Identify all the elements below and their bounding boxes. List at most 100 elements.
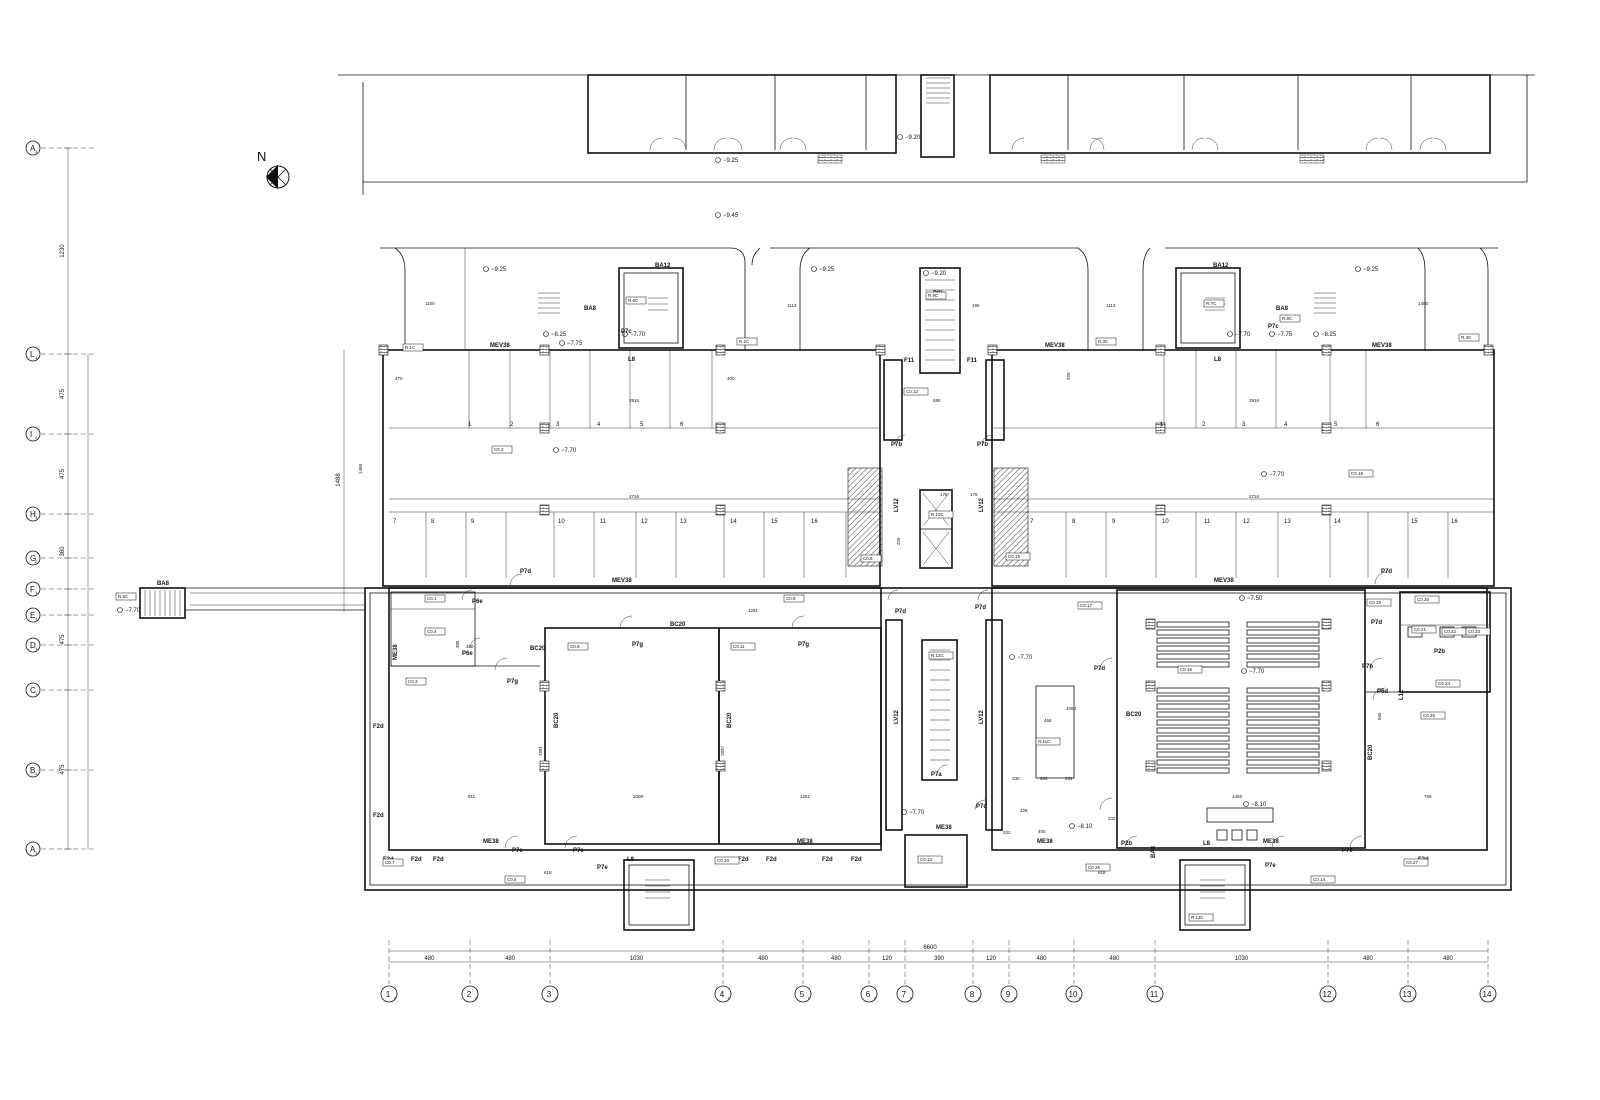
room-tag: R.1C: [405, 345, 416, 350]
column-axis-bubble: [896, 985, 914, 1003]
room-tag: C0.17: [1080, 603, 1093, 608]
seat-row: [1156, 719, 1230, 726]
row-axis-bubble: [25, 426, 41, 442]
row-axis-label: L: [30, 350, 35, 359]
door-label: P7b: [891, 442, 902, 448]
column-axis-bubble: [1319, 985, 1337, 1003]
door-label: P7e: [512, 848, 523, 854]
row-axis-bubble: [25, 346, 41, 362]
seat-row: [1246, 629, 1320, 636]
wall-type-label: ME38: [1263, 839, 1279, 845]
dimension-value: 565: [1377, 712, 1382, 720]
dimension-value: 231: [1065, 776, 1073, 781]
door-swing: [894, 434, 906, 446]
seat-row: [1246, 661, 1320, 668]
door-swing: [1372, 687, 1386, 701]
room-tag: R.11C: [1038, 739, 1051, 744]
room-tag: R.12C: [931, 653, 945, 658]
seat-row: [1246, 751, 1320, 758]
level-text: −7.70: [125, 608, 141, 614]
wall-type-label: BC20: [670, 622, 686, 628]
wall-type-label: BA12: [1213, 263, 1229, 269]
level-text: −9.25: [723, 158, 739, 164]
room-tag: C0.14: [1313, 877, 1326, 882]
level-marker-icon: [1313, 331, 1319, 337]
dimension-value: 202: [1003, 830, 1011, 835]
structural-column: [1321, 422, 1332, 434]
left-dim-text: 475: [60, 468, 66, 479]
row-axis-sub: 2: [35, 435, 38, 440]
door-swing: [504, 835, 518, 849]
column-axis-sub: c: [1079, 995, 1081, 1000]
stall-number: 2: [510, 422, 514, 428]
room-tag-box: [1458, 333, 1480, 342]
seat-row: [1156, 629, 1230, 636]
structural-column: [715, 760, 726, 772]
room-tag: C0.6: [507, 877, 517, 882]
dimension-value: 1455: [1232, 794, 1243, 799]
room-tag: C0.12: [906, 389, 919, 394]
door-swing: [977, 589, 989, 601]
structural-column: [539, 422, 550, 434]
level-text: −7.50: [1247, 596, 1263, 602]
column-axis-sub: c: [1493, 995, 1495, 1000]
room-tag: R.10C: [931, 512, 945, 517]
stall-number: 4: [597, 422, 601, 428]
wall-type-label: L8: [628, 357, 636, 363]
seat-row: [1156, 687, 1230, 694]
room-tag-box: [1310, 875, 1336, 884]
structural-column: [1321, 504, 1332, 516]
door-swing: [1271, 835, 1285, 849]
column-axis-bubble: [380, 985, 398, 1003]
column-axis-bubble: [860, 985, 878, 1003]
door-label: P7d: [895, 609, 906, 615]
room-tag: R.3C: [1098, 339, 1109, 344]
level-marker-icon: [1239, 595, 1245, 601]
column-axis-bubble: [1399, 985, 1417, 1003]
level-marker-icon: [1227, 331, 1233, 337]
column-axis-label: 3: [547, 990, 552, 999]
dimension-value: 911: [468, 794, 476, 799]
column-axis-bubble: [1000, 985, 1018, 1003]
wall-type-label: BA12: [655, 263, 671, 269]
structural-column: [1321, 618, 1332, 630]
dimension-value: 766: [1424, 794, 1432, 799]
door-swing: [974, 799, 986, 811]
door-swing: [1099, 797, 1113, 811]
left-dim-text: 360: [60, 546, 66, 557]
structural-column: [875, 344, 886, 356]
level-marker-icon: [715, 212, 721, 218]
seat-row: [1156, 759, 1230, 766]
column-axis-sub: c: [1014, 995, 1016, 1000]
dimension-value: 1837: [720, 745, 725, 756]
dimension-value: 1251: [748, 608, 759, 613]
room-tag: C0.20: [1417, 597, 1430, 602]
dimension-value: 385: [455, 640, 460, 648]
door-label: F2d: [822, 857, 833, 863]
row-axis-label: F: [30, 585, 35, 594]
wall-type-label: ME38: [797, 839, 813, 845]
door-swing: [1374, 571, 1388, 585]
row-axis-bubble: [25, 581, 41, 597]
seat-row: [1156, 735, 1230, 742]
bottom-dim-text: 1030: [630, 956, 644, 962]
room-tag-box: [860, 554, 882, 563]
door-swing: [469, 637, 481, 649]
wall-type-label: ME38: [393, 644, 399, 660]
room-tag-box: [402, 343, 424, 352]
wall-type-label: LV12: [894, 497, 900, 512]
seat-row: [1156, 711, 1230, 718]
dimension-value: 480: [466, 644, 474, 649]
room-tag: C0.26: [1088, 865, 1101, 870]
row-axis-label: B: [30, 766, 35, 775]
level-text: −9.20: [931, 271, 947, 277]
level-marker-icon: [923, 270, 929, 276]
row-axis-label: E: [30, 611, 35, 620]
level-marker-icon: [1069, 823, 1075, 829]
row-axis-bubble: [25, 607, 41, 623]
stall-number: 9: [1112, 519, 1116, 525]
seat-row: [1246, 621, 1320, 628]
wall-type-label: BC20: [1368, 744, 1374, 760]
dimension-value: 176: [940, 492, 948, 497]
